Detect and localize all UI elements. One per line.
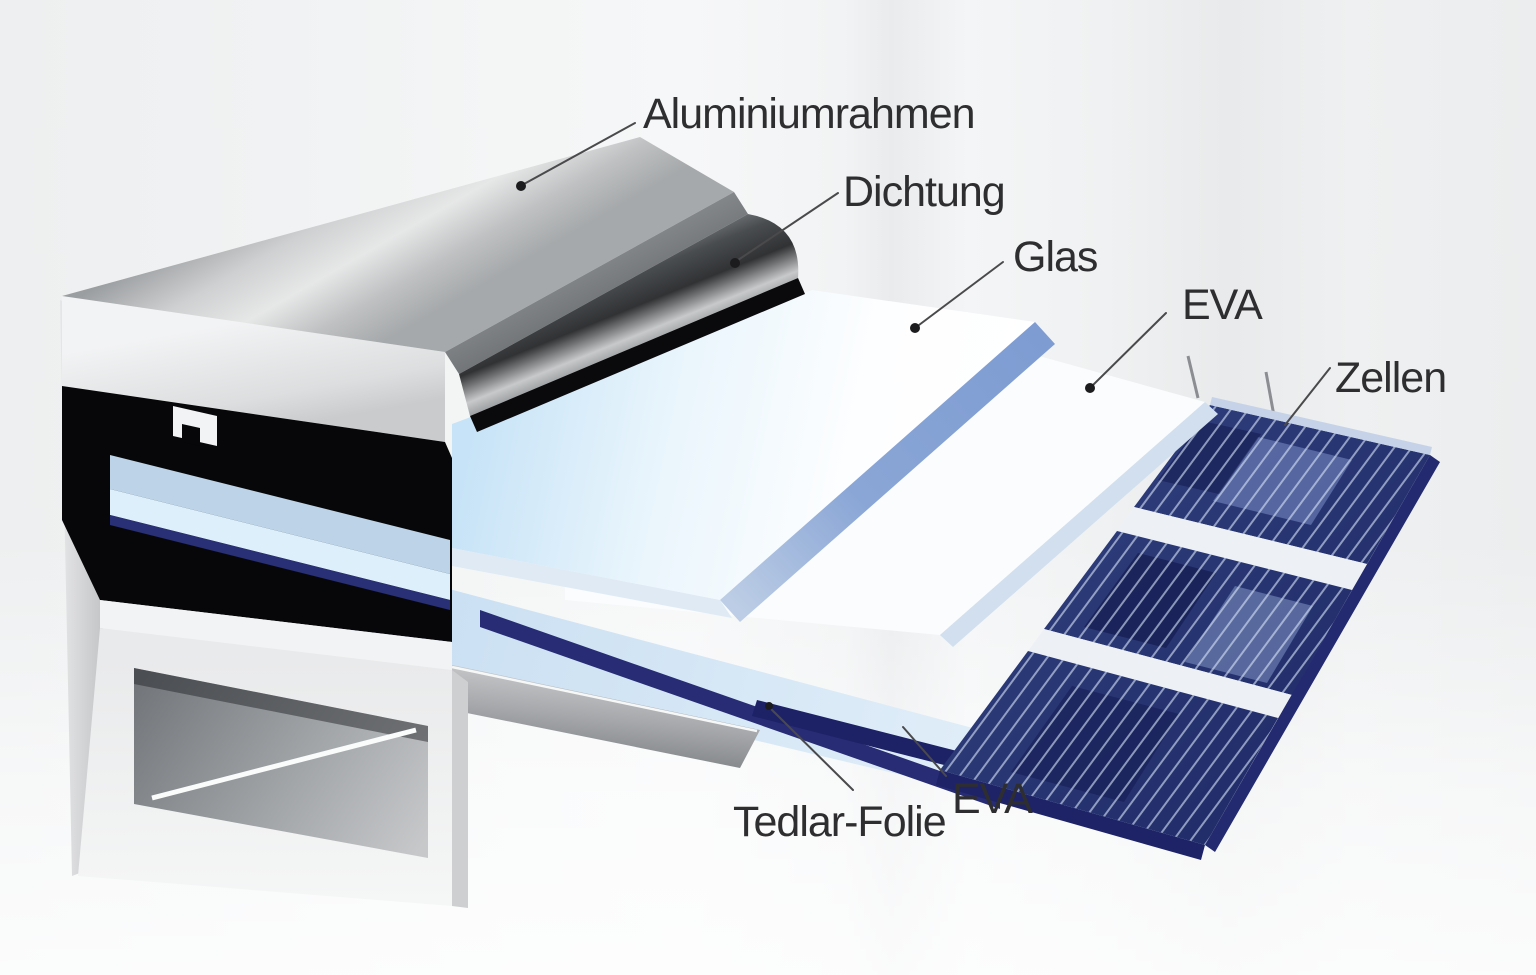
cell-gap	[1028, 629, 1292, 718]
tedlar-foil-strip	[752, 700, 1000, 778]
label-eva-top: EVA	[1182, 281, 1263, 329]
cell-wire	[1264, 371, 1276, 417]
frame-notch-step	[182, 424, 200, 446]
label-cells: Zellen	[1335, 354, 1446, 402]
frame-support-wedge	[452, 665, 760, 768]
leader-dot-eva-top	[1085, 383, 1095, 393]
leader-aluminum-frame	[523, 122, 636, 185]
glass-near-edge	[452, 548, 732, 618]
cell-gap	[1117, 507, 1367, 590]
cell-grid-lines	[1134, 405, 1430, 564]
label-tedlar: Tedlar-Folie	[733, 798, 946, 846]
laminate-glass-edge	[110, 455, 450, 574]
label-aluminum-frame: Aluminiumrahmen	[643, 90, 975, 138]
frame-shelf	[100, 600, 452, 670]
leader-tedlar	[768, 706, 854, 791]
eva-front-edge	[940, 402, 1218, 647]
leader-dot-glass	[910, 323, 920, 333]
leader-eva-top	[1092, 312, 1167, 386]
frame-box-hollow-shadow	[134, 668, 428, 742]
leader-glass	[918, 261, 1004, 326]
leader-dot-gasket	[730, 258, 740, 268]
cells-bottom-edge	[936, 770, 1205, 860]
wedge-highlight	[451, 665, 758, 733]
cell-grid-lines	[940, 651, 1278, 845]
cell-grid-lines	[1044, 531, 1352, 695]
labels: Aluminiumrahmen Dichtung Glas EVA Zellen…	[516, 90, 1447, 846]
label-eva-bottom: EVA	[952, 775, 1033, 823]
leader-dot-tedlar	[765, 702, 773, 710]
laminate-tedlar-edge	[110, 515, 450, 610]
gasket-channel	[459, 214, 799, 416]
frame-cut-bevel	[62, 296, 445, 442]
tedlar-foil-band	[480, 610, 1000, 809]
glass-front-edge	[720, 322, 1055, 622]
aluminum-frame	[60, 137, 805, 908]
leader-gasket	[737, 192, 839, 261]
gasket-lip	[470, 278, 805, 432]
frame-box-reflection	[151, 727, 417, 801]
cells-right-edge	[1205, 455, 1440, 852]
leader-eva-bottom	[902, 726, 947, 777]
cells-top-edge	[1210, 397, 1432, 455]
cell-wire	[1186, 355, 1200, 399]
leader-cells	[1284, 367, 1331, 426]
frame-box-right-edge	[452, 670, 468, 908]
label-glass: Glas	[1013, 233, 1097, 281]
label-gasket: Dichtung	[843, 168, 1005, 216]
laminate-eva-edge	[110, 489, 450, 600]
leader-dot-aluminum-frame	[516, 181, 526, 191]
glass-top-face	[452, 290, 1035, 600]
glass-pane	[452, 290, 1055, 622]
frame-edge-bevel	[445, 192, 748, 374]
frame-top-face	[62, 137, 734, 352]
solar-cells-panel	[936, 355, 1440, 860]
